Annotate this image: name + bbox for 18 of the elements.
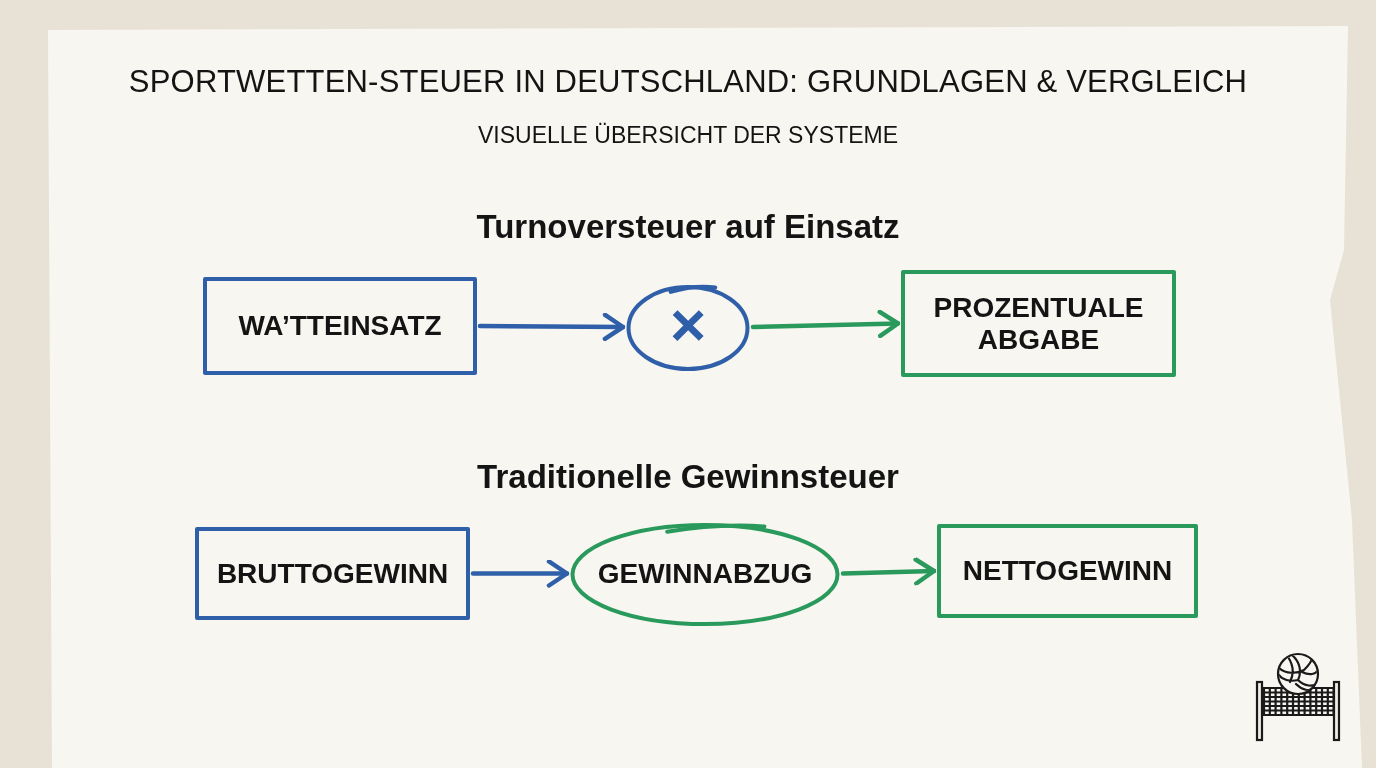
step-label: PROZENTUALE ABGABE (932, 292, 1145, 355)
process-box (203, 277, 477, 375)
step-label: GEWINNABZUG (597, 557, 813, 590)
arrow (470, 559, 570, 588)
subtitle: VISUELLE ÜBERSICHT DER SYSTEME (476, 122, 900, 149)
arrow (477, 312, 626, 342)
title: SPORTWETTEN-STEUER IN DEUTSCHLAND: GRUNDLAGEN & VERGLEICH (127, 64, 1249, 100)
process-box (901, 270, 1176, 377)
section-heading: Traditionelle Gewinnsteuer (476, 458, 900, 496)
arrow (750, 309, 901, 339)
multiply-sign: × (669, 294, 707, 356)
step-label: WA’TTEINSATZ (237, 310, 443, 342)
process-box (937, 524, 1198, 618)
process-box (195, 527, 470, 620)
step-label: BRUTTOGEWINN (215, 557, 450, 590)
step-label: NETTOGEWINN (961, 555, 1174, 587)
section-heading: Turnoversteuer auf Einsatz (475, 208, 901, 246)
arrow (840, 557, 937, 586)
